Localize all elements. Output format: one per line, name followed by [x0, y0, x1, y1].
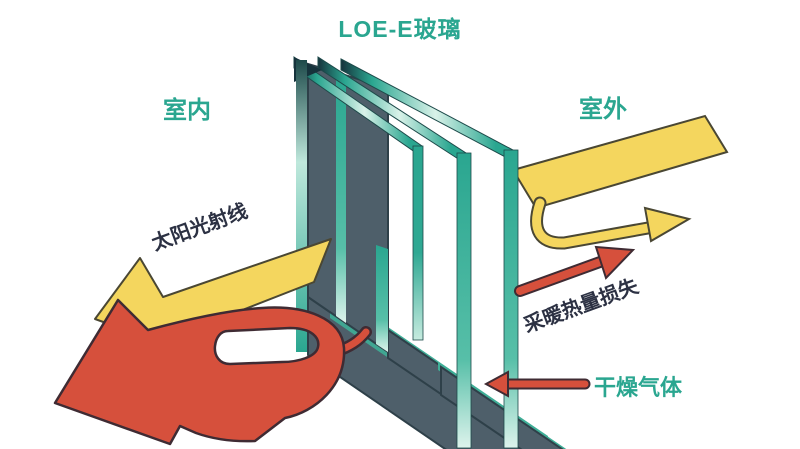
- indoor-label: 室内: [163, 97, 211, 124]
- diagram-title: LOE-E玻璃: [338, 16, 462, 42]
- indoor-heat-uturn-arrow: [53, 298, 372, 446]
- sunlight-band-outdoor: [511, 114, 729, 210]
- glass-pane1-left-edge: [296, 60, 307, 352]
- dry-gas-label: 干燥气体: [594, 375, 683, 400]
- sunlight-reflected-arrow: [530, 196, 692, 250]
- window-frame-panel: [307, 62, 389, 354]
- outdoor-label: 室外: [579, 96, 627, 123]
- dry-gas-arrow: [483, 370, 591, 398]
- heat-loss-arrow: [514, 245, 636, 297]
